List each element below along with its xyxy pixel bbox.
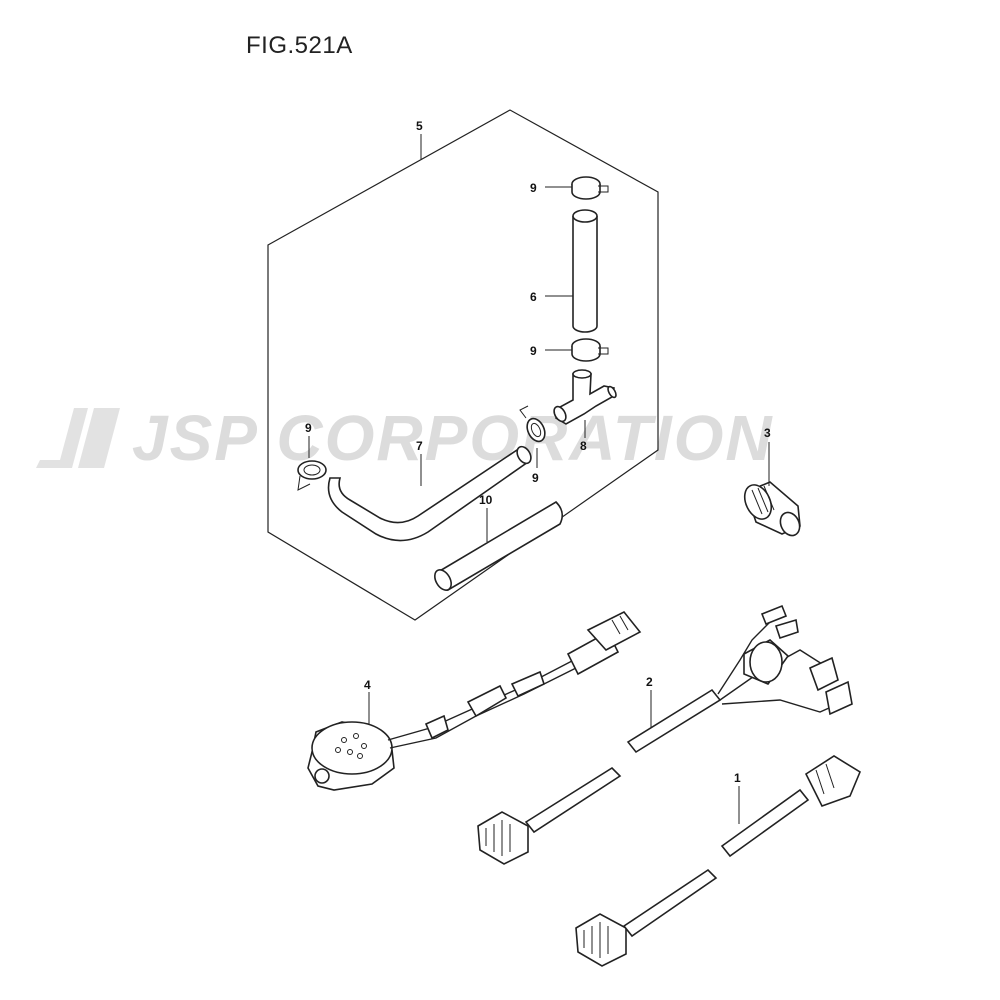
- callout-3: 3: [764, 426, 771, 440]
- fitting-part-3[interactable]: [740, 481, 804, 539]
- harness-part-1[interactable]: [575, 755, 862, 967]
- watermark-logo-mark: JSP CORPORATION: [36, 402, 774, 474]
- callout-9-top: 9: [530, 181, 537, 195]
- kit-outline: [267, 109, 659, 621]
- buzzer-part-4[interactable]: [307, 610, 642, 791]
- hose-part-10[interactable]: [431, 500, 564, 593]
- callout-2: 2: [646, 675, 653, 689]
- leader-lines: [308, 134, 770, 824]
- hose-part-6[interactable]: [572, 209, 598, 333]
- clamp-part-9-left[interactable]: [297, 460, 327, 491]
- watermark-logo: JSP CORPORATION: [30, 398, 975, 478]
- figure-title: FIG.521A: [246, 32, 353, 59]
- callout-9-left: 9: [305, 421, 312, 435]
- callout-9-middle: 9: [530, 344, 537, 358]
- callout-1: 1: [734, 771, 741, 785]
- watermark-text: JSP CORPORATION: [132, 402, 774, 474]
- callout-10: 10: [479, 493, 493, 507]
- callout-6: 6: [530, 290, 537, 304]
- clamp-part-9-top[interactable]: [571, 176, 609, 200]
- callout-8: 8: [580, 439, 587, 453]
- tee-joint-part-8[interactable]: [552, 369, 618, 425]
- clamp-part-9-right[interactable]: [519, 405, 548, 444]
- callout-4: 4: [364, 678, 371, 692]
- clamp-part-9-middle[interactable]: [571, 338, 609, 362]
- callout-5: 5: [416, 119, 423, 133]
- harness-part-2[interactable]: [477, 604, 853, 865]
- callout-9-right: 9: [532, 471, 539, 485]
- hose-part-7[interactable]: [327, 444, 534, 542]
- callout-7: 7: [416, 439, 423, 453]
